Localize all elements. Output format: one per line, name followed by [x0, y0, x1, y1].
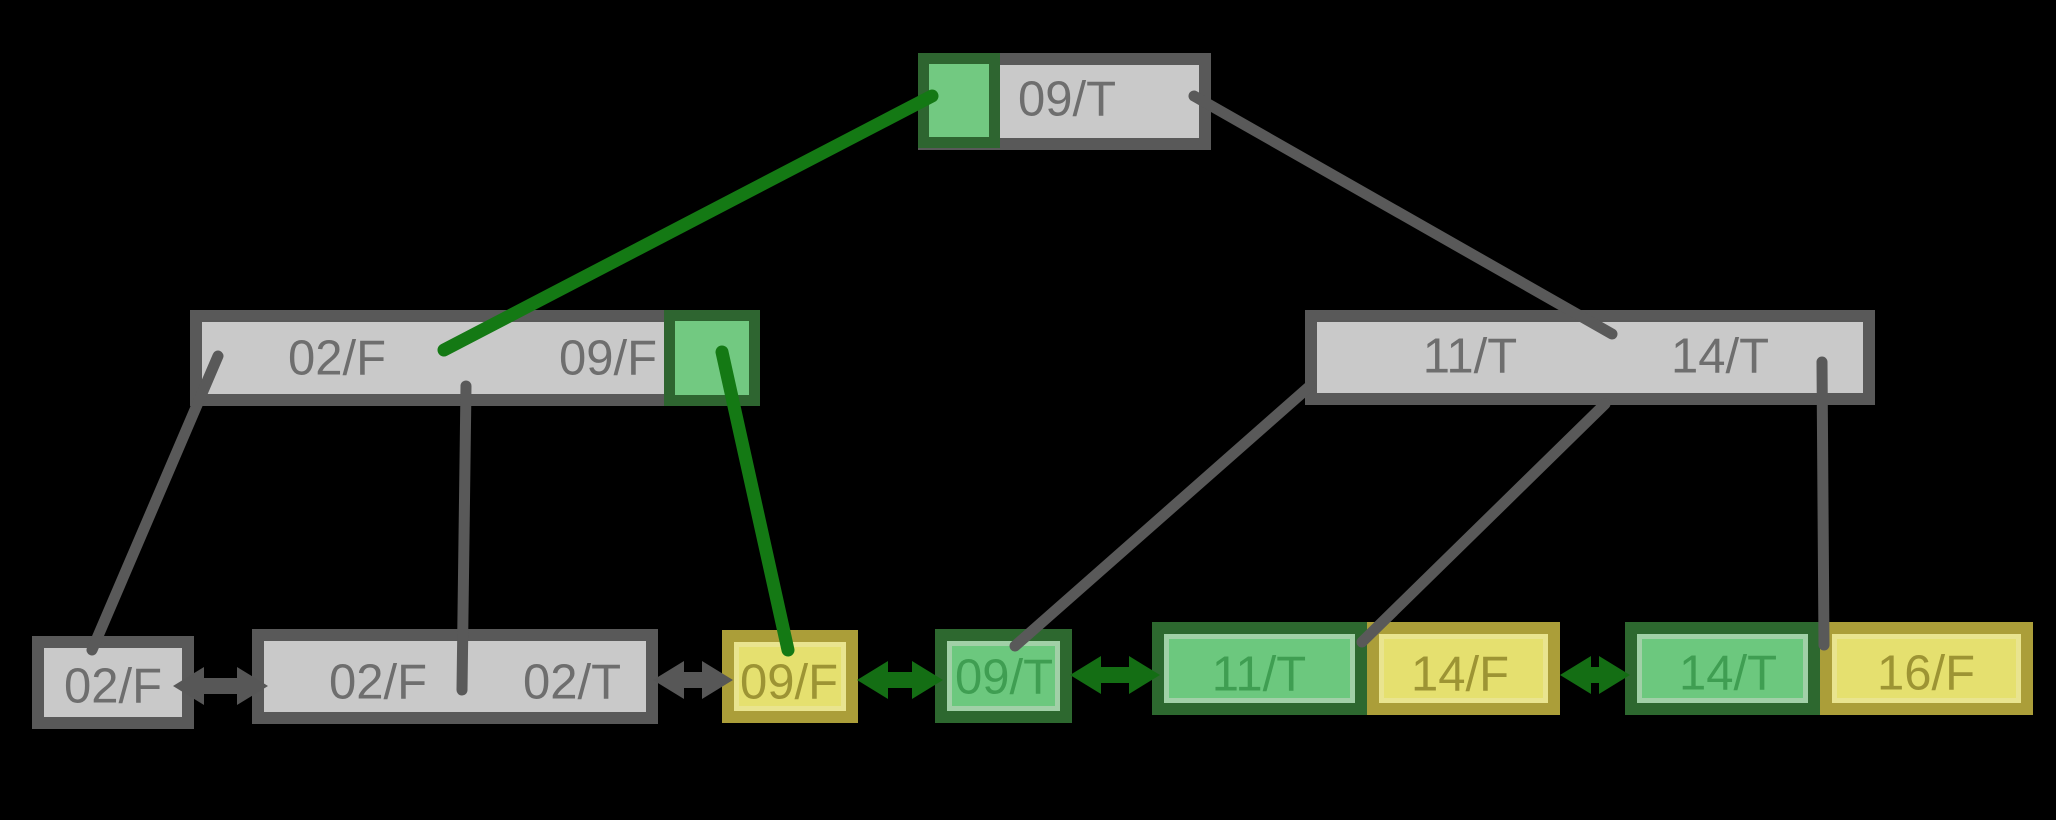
sibling-link-arrow-icon — [1560, 656, 1630, 694]
internal-right-node — [1305, 310, 1875, 405]
leaf-key-label: 09/F — [739, 655, 839, 710]
leaf-key-label: 11/T — [1211, 647, 1307, 702]
leaf-key-label: 16/F — [1876, 646, 1976, 701]
sibling-link-arrow-icon — [857, 661, 943, 699]
internal-right-key-label: 11/T — [1422, 329, 1518, 384]
leaf-key-label: 09/T — [954, 650, 1054, 705]
leaf-key-label: 02/F — [328, 655, 428, 710]
edge-internal-right-to-leaf-11T-14F — [1356, 398, 1611, 648]
leaf-cell-14T — [1625, 622, 1820, 715]
internal-left-pointer-cell-highlight — [664, 310, 760, 406]
root-key-label: 09/T — [1017, 72, 1117, 127]
sibling-link-arrow-icon — [653, 661, 733, 699]
leaf-cell-16F — [1820, 622, 2033, 715]
leaf-node-02F-02T — [252, 629, 658, 724]
leaf-key-label: 02/F — [63, 659, 163, 714]
edge-internal-right-to-leaf-09T — [1009, 380, 1316, 652]
internal-left-key-label: 09/F — [558, 331, 658, 386]
root-pointer-cell-highlight — [918, 53, 1000, 148]
edge-root-to-internal-right — [1188, 90, 1618, 340]
internal-right-key-label: 14/T — [1670, 329, 1770, 384]
leaf-key-label: 14/T — [1678, 646, 1778, 701]
leaf-key-label: 02/T — [522, 655, 622, 710]
sibling-link-arrow-icon — [1070, 656, 1160, 694]
internal-left-key-label: 02/F — [287, 331, 387, 386]
leaf-key-label: 14/F — [1410, 647, 1510, 702]
